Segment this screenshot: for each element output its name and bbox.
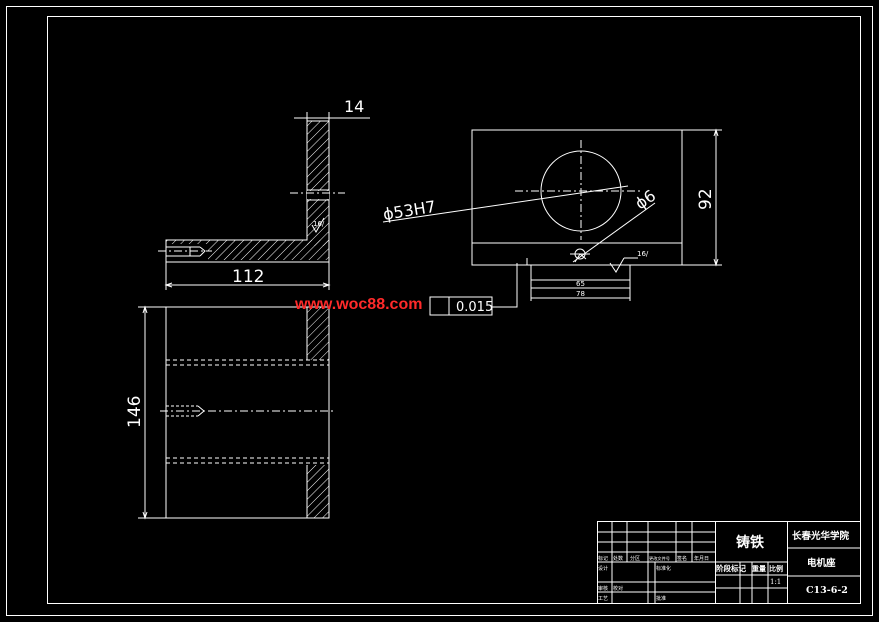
bore-leader [382,185,629,223]
cell-stage-mark: 阶段标记 [716,563,746,573]
dimension-flange-thickness [294,112,370,121]
title-block [597,521,861,604]
inner-border [47,16,861,604]
title-material: 铸铁 [736,534,764,551]
cell-audit: 审核 [598,585,608,592]
title-part-name: 电机座 [807,557,836,569]
dimension-base-length [164,262,331,290]
side-view-outline [471,129,683,266]
watermark: www.woc88.com [294,296,422,313]
dim-hole-label: ϕ6 [631,186,659,213]
cell-date: 年月日 [694,555,709,562]
dim-base-length-label: 112 [232,267,264,287]
dim-block-height-label: 92 [696,188,716,210]
top-view [160,306,335,519]
dim-flange-thickness-label: 14 [344,97,364,116]
roughness-label-2: 16/ [637,250,649,258]
small-hole-leader [572,202,656,263]
dim-height-label: 146 [125,396,145,428]
tolerance-frame [429,296,493,316]
title-scale-value: 1:1 [770,578,781,586]
cell-design: 设计 [598,565,608,572]
outer-border [6,6,873,616]
cell-proofread: 校对 [613,585,623,592]
slot-outline [530,265,631,281]
top-view-hatch-upper [307,307,329,360]
cell-process: 工艺 [598,596,608,602]
dim-bore-label: ϕ53H7 [382,197,437,224]
cell-change-doc: 更改文件号 [649,555,670,562]
front-view-flange-hatch [307,121,329,246]
cell-count: 处数 [613,555,623,562]
top-view-hatch-lower [307,465,329,518]
side-view [382,128,722,308]
cell-signature: 签名 [677,555,687,562]
cell-approve: 批准 [656,595,666,602]
cell-mark: 标记 [598,555,608,562]
title-school: 长春光华学院 [792,530,850,542]
tolerance-value: 0.015 [456,300,493,315]
cell-standardize: 标准化 [656,565,671,572]
cell-scale: 比例 [769,564,783,573]
front-view [158,120,345,263]
top-view-outline [165,306,330,519]
title-drawing-number: C13-6-2 [806,585,848,596]
cell-zone: 分区 [630,555,640,562]
dimension-height [138,305,166,520]
cell-weight: 重量 [752,564,766,573]
dim-slot-inner-label: 65 [576,280,585,288]
roughness-label-1: 16/ [313,220,325,228]
dim-slot-outer-label: 78 [576,290,585,298]
